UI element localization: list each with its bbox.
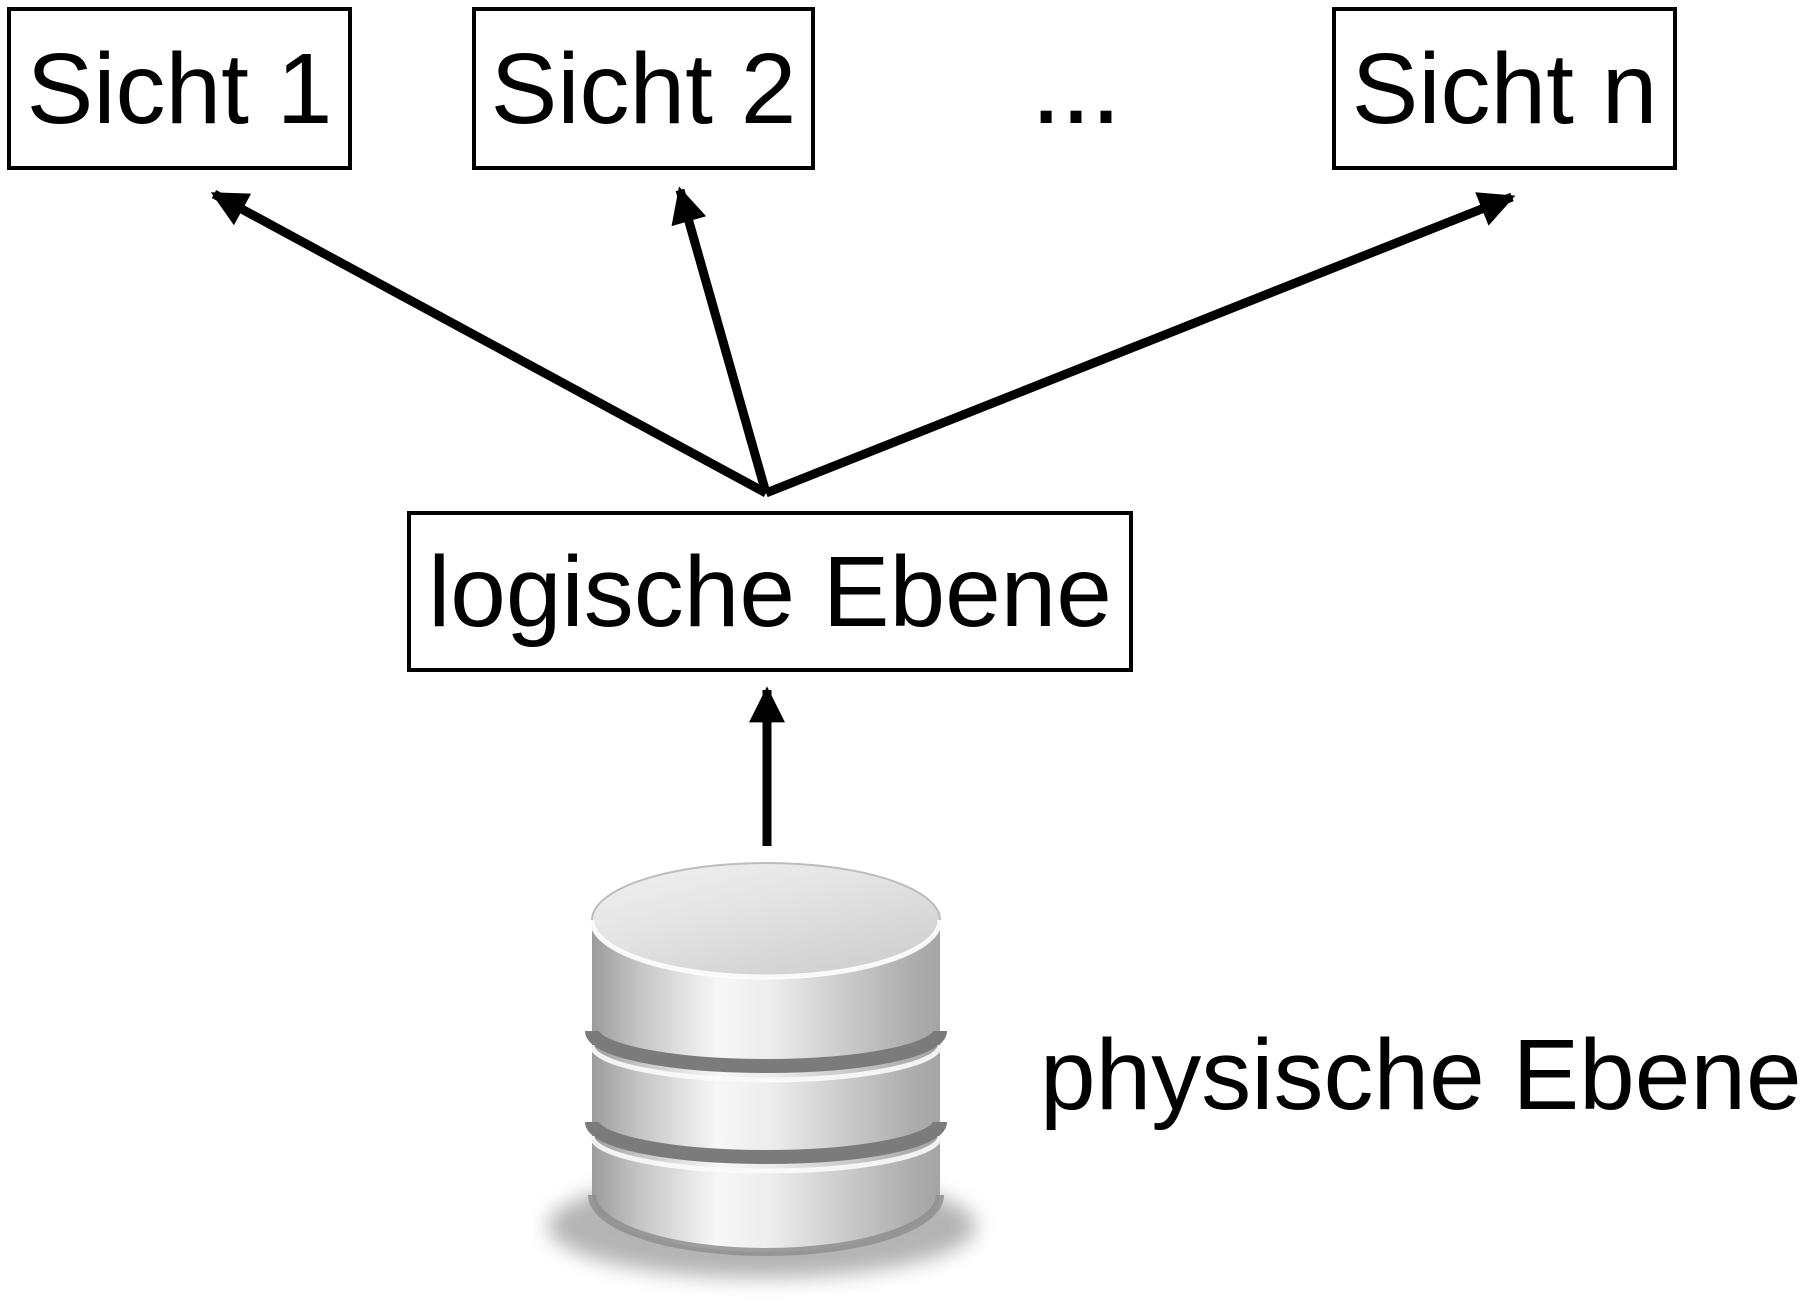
ellipsis-label: ... xyxy=(1030,20,1122,148)
box-sicht-n: Sicht n xyxy=(1332,7,1677,170)
box-logische-ebene-label: logische Ebene xyxy=(428,535,1112,648)
box-sicht-1: Sicht 1 xyxy=(7,7,352,170)
arrow-to-sicht-2 xyxy=(671,186,771,495)
box-sicht-2: Sicht 2 xyxy=(472,7,815,170)
box-logische-ebene: logische Ebene xyxy=(407,511,1133,672)
box-sicht-1-label: Sicht 1 xyxy=(26,32,333,145)
arrow-to-sicht-1 xyxy=(210,190,769,497)
box-sicht-n-label: Sicht n xyxy=(1351,32,1658,145)
arrow-to-sicht-n xyxy=(764,192,1516,498)
box-sicht-2-label: Sicht 2 xyxy=(490,32,797,145)
physical-level-label: physische Ebene xyxy=(1040,1019,1802,1131)
database-cylinder-icon xyxy=(548,862,976,1278)
